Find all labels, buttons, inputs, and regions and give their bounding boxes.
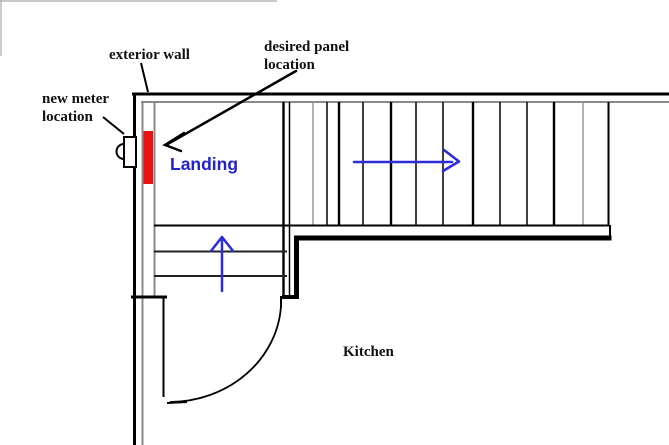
desired-panel-label-line1: desired panel xyxy=(264,39,349,55)
labels: exterior wall desired panel location new… xyxy=(42,39,394,360)
kitchen-door xyxy=(162,296,282,404)
right-stairs-arrow xyxy=(352,148,461,173)
kitchen-wall xyxy=(282,225,612,299)
new-meter-label-line1: new meter xyxy=(42,91,109,107)
desired-panel-label-line2: location xyxy=(264,57,315,73)
panel-arrow xyxy=(162,69,298,153)
meter-dial xyxy=(115,143,125,160)
upper-stair-treads xyxy=(282,102,610,296)
new-meter-leader xyxy=(102,116,125,135)
lower-stair-treads xyxy=(154,224,609,277)
meter-box xyxy=(123,136,137,168)
interior-wall-lines xyxy=(141,101,669,445)
panel-arrow-shaft xyxy=(164,69,298,147)
door-swing-arc xyxy=(169,305,282,403)
electric-meter xyxy=(115,136,137,168)
exterior-wall-lines xyxy=(131,92,669,445)
image-border xyxy=(0,0,277,56)
landing-room-label: Landing xyxy=(170,154,238,174)
stair-direction-arrows xyxy=(209,148,461,293)
kitchen-room-label: Kitchen xyxy=(343,344,394,360)
up-stairs-arrow xyxy=(209,235,235,293)
exterior-wall-leader xyxy=(140,62,149,93)
exterior-wall-label: exterior wall xyxy=(109,47,190,63)
panel-arrow-head xyxy=(162,131,186,153)
panel-marker xyxy=(143,131,153,184)
door-arc-foot xyxy=(166,401,188,404)
new-meter-label-line2: location xyxy=(42,109,93,125)
leader-lines xyxy=(102,62,149,135)
